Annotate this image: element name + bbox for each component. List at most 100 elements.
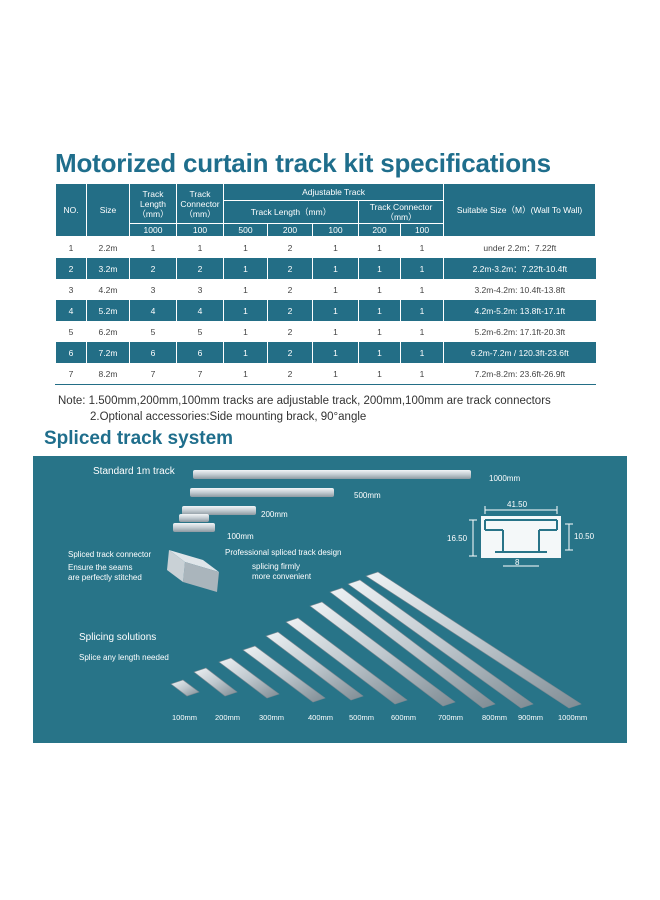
table-cell: 1	[399, 300, 444, 321]
table-cell: 1	[312, 279, 359, 300]
connector-desc-2: are perfectly stitched	[68, 573, 142, 582]
table-cell: 2	[267, 236, 313, 258]
bottom-length-400: 400mm	[308, 713, 334, 722]
table-cell: 3.2m-4.2m: 10.4ft-13.8ft	[443, 279, 596, 300]
track-1000	[193, 470, 471, 479]
solutions-title: Splicing solutions	[79, 632, 157, 643]
connector-desc-1: Ensure the seams	[68, 563, 133, 572]
table-cell: 2.2m	[86, 236, 130, 258]
table-cell: 1	[176, 236, 224, 258]
splice-track-200	[193, 667, 238, 697]
splice-track-800	[329, 587, 496, 709]
dimension-height-right: 10.50	[574, 532, 595, 541]
table-cell: 7	[55, 363, 87, 385]
table-cell: 2	[267, 321, 313, 342]
design-desc-2: more convenient	[252, 572, 312, 581]
bottom-length-1000: 1000mm	[558, 713, 588, 722]
table-cell: 1	[399, 258, 444, 279]
table-cell: 4	[129, 300, 177, 321]
spliced-title: Spliced track system	[44, 428, 234, 449]
dimension-height-left: 16.50	[447, 534, 468, 543]
table-cell: 4.2m	[86, 279, 130, 300]
table-cell: 7	[129, 363, 177, 385]
header-no: NO.	[55, 183, 87, 237]
table-cell: 4	[176, 300, 224, 321]
table-cell: 1	[399, 321, 444, 342]
bottom-length-100: 100mm	[172, 713, 198, 722]
standard-track-label: Standard 1m track	[93, 466, 175, 477]
note-line-2: 2.Optional accessories:Side mounting bra…	[90, 411, 367, 423]
table-cell: 2	[55, 258, 87, 279]
table-cell: 1	[358, 258, 401, 279]
table-cell: 1	[399, 279, 444, 300]
table-cell: 3.2m	[86, 258, 130, 279]
spec-note: Note: 1.500mm,200mm,100mm tracks are adj…	[58, 393, 551, 425]
spec-table: NO. Size Track Length（mm） Track Connecto…	[55, 183, 597, 385]
bottom-length-700: 700mm	[438, 713, 464, 722]
dimension-bottom: 8	[515, 558, 520, 567]
table-cell: 2	[267, 258, 313, 279]
table-cell: 1	[399, 236, 444, 258]
subheader-conn-200: 200	[358, 223, 401, 237]
table-cell: 5.2m	[86, 300, 130, 321]
bottom-length-500: 500mm	[349, 713, 375, 722]
table-cell: 3	[176, 279, 224, 300]
header-suitable-size: Suitable Size（M）(Wall To Wall)	[443, 183, 597, 237]
table-cell: 2.2m-3.2m：7.22ft-10.4ft	[443, 258, 596, 279]
bottom-length-600: 600mm	[391, 713, 417, 722]
note-line-1: Note: 1.500mm,200mm,100mm tracks are adj…	[58, 395, 551, 407]
subheader-adj-100: 100	[312, 223, 359, 237]
table-cell: 2	[267, 279, 313, 300]
splice-track-900	[347, 579, 534, 709]
table-cell: 1	[399, 363, 444, 385]
table-cell: 3	[55, 279, 87, 300]
table-cell: 2	[176, 258, 224, 279]
table-cell: 1	[312, 321, 359, 342]
header-track-length: Track Length（mm）	[129, 183, 177, 224]
table-cell: 3	[129, 279, 177, 300]
table-cell: 1	[223, 300, 268, 321]
header-adj-track-connector: Track Connector（mm）	[357, 200, 445, 224]
table-cell: 8.2m	[86, 363, 130, 385]
table-cell: 6	[176, 342, 224, 363]
track-100	[173, 523, 215, 532]
subheader-1000: 1000	[129, 223, 177, 237]
subheader-100: 100	[176, 223, 224, 237]
table-cell: 2	[267, 342, 313, 363]
table-cell: 4.2m-5.2m: 13.8ft-17.1ft	[443, 300, 596, 321]
table-cell: 1	[55, 236, 87, 258]
subheader-500: 500	[223, 223, 268, 237]
table-cell: 6.2m-7.2m / 120.3ft-23.6ft	[443, 342, 596, 363]
table-cell: 1	[399, 342, 444, 363]
track-illustration	[167, 470, 582, 709]
subheader-200: 200	[267, 223, 313, 237]
table-cell: 2	[129, 258, 177, 279]
bottom-length-300: 300mm	[259, 713, 285, 722]
design-desc-1: splicing firmly	[252, 562, 301, 571]
spec-title: Motorized curtain track kit specificatio…	[55, 148, 551, 178]
track-100b	[179, 514, 209, 522]
splice-track-600	[285, 617, 408, 705]
splice-track-300	[218, 657, 280, 699]
table-cell: 2	[267, 363, 313, 385]
splice-track-700	[309, 601, 456, 707]
splice-track-500	[265, 631, 364, 701]
table-cell: 1	[312, 363, 359, 385]
table-cell: 1	[223, 363, 268, 385]
table-cell: 1	[312, 342, 359, 363]
table-cell: 1	[312, 300, 359, 321]
solutions-desc: Splice any length needed	[79, 653, 169, 662]
table-cell: 7.2m	[86, 342, 130, 363]
table-cell: 5.2m-6.2m: 17.1ft-20.3ft	[443, 321, 596, 342]
table-cell: 5	[129, 321, 177, 342]
table-cell: 7	[176, 363, 224, 385]
splice-track-1000	[365, 571, 582, 709]
bottom-length-800: 800mm	[482, 713, 508, 722]
table-cell: 1	[312, 258, 359, 279]
table-cell: 6	[129, 342, 177, 363]
table-cell: 7.2m-8.2m: 23.6ft-26.9ft	[443, 363, 596, 385]
